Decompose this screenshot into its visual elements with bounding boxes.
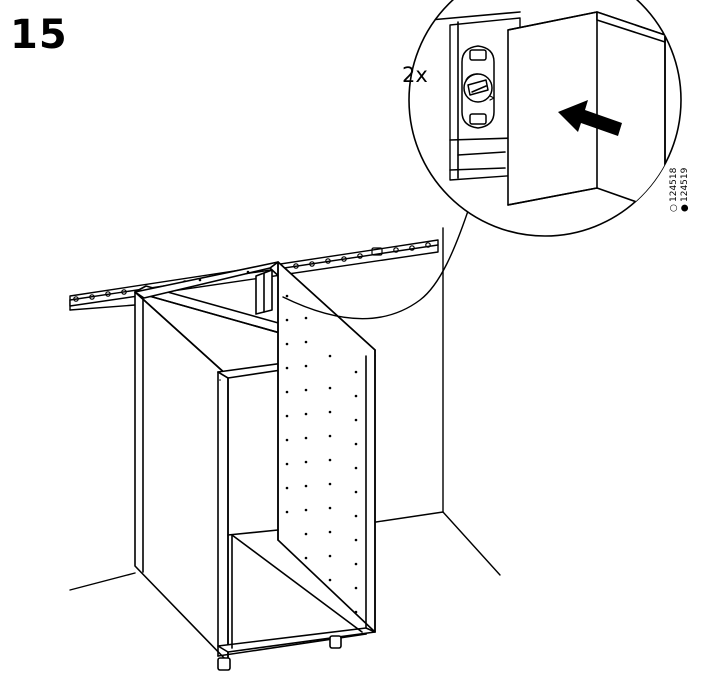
suspension-fitting-icon <box>461 45 495 129</box>
cabinet-frame <box>134 261 376 663</box>
detail-zoom <box>408 0 682 237</box>
part-code-row: ● 124519 <box>680 152 691 212</box>
part-code-symbol: ○ <box>669 204 679 212</box>
push-arrow-icon <box>558 100 622 136</box>
part-code-symbol: ● <box>680 204 690 212</box>
cabinet-legs <box>217 635 342 671</box>
rail-holes <box>73 242 431 302</box>
suspension-rail <box>69 239 439 307</box>
callout-connector <box>282 204 471 320</box>
quantity-label: 2x <box>402 63 428 87</box>
part-code: 124519 <box>680 167 690 202</box>
shelf-pin-holes <box>198 270 358 614</box>
wall-lines <box>69 227 501 591</box>
part-code-row: ○ 124518 <box>669 152 680 212</box>
part-code: 124518 <box>669 167 679 202</box>
step-number: 15 <box>10 12 68 58</box>
part-codes: ○ 124518 ● 124519 <box>669 152 699 212</box>
